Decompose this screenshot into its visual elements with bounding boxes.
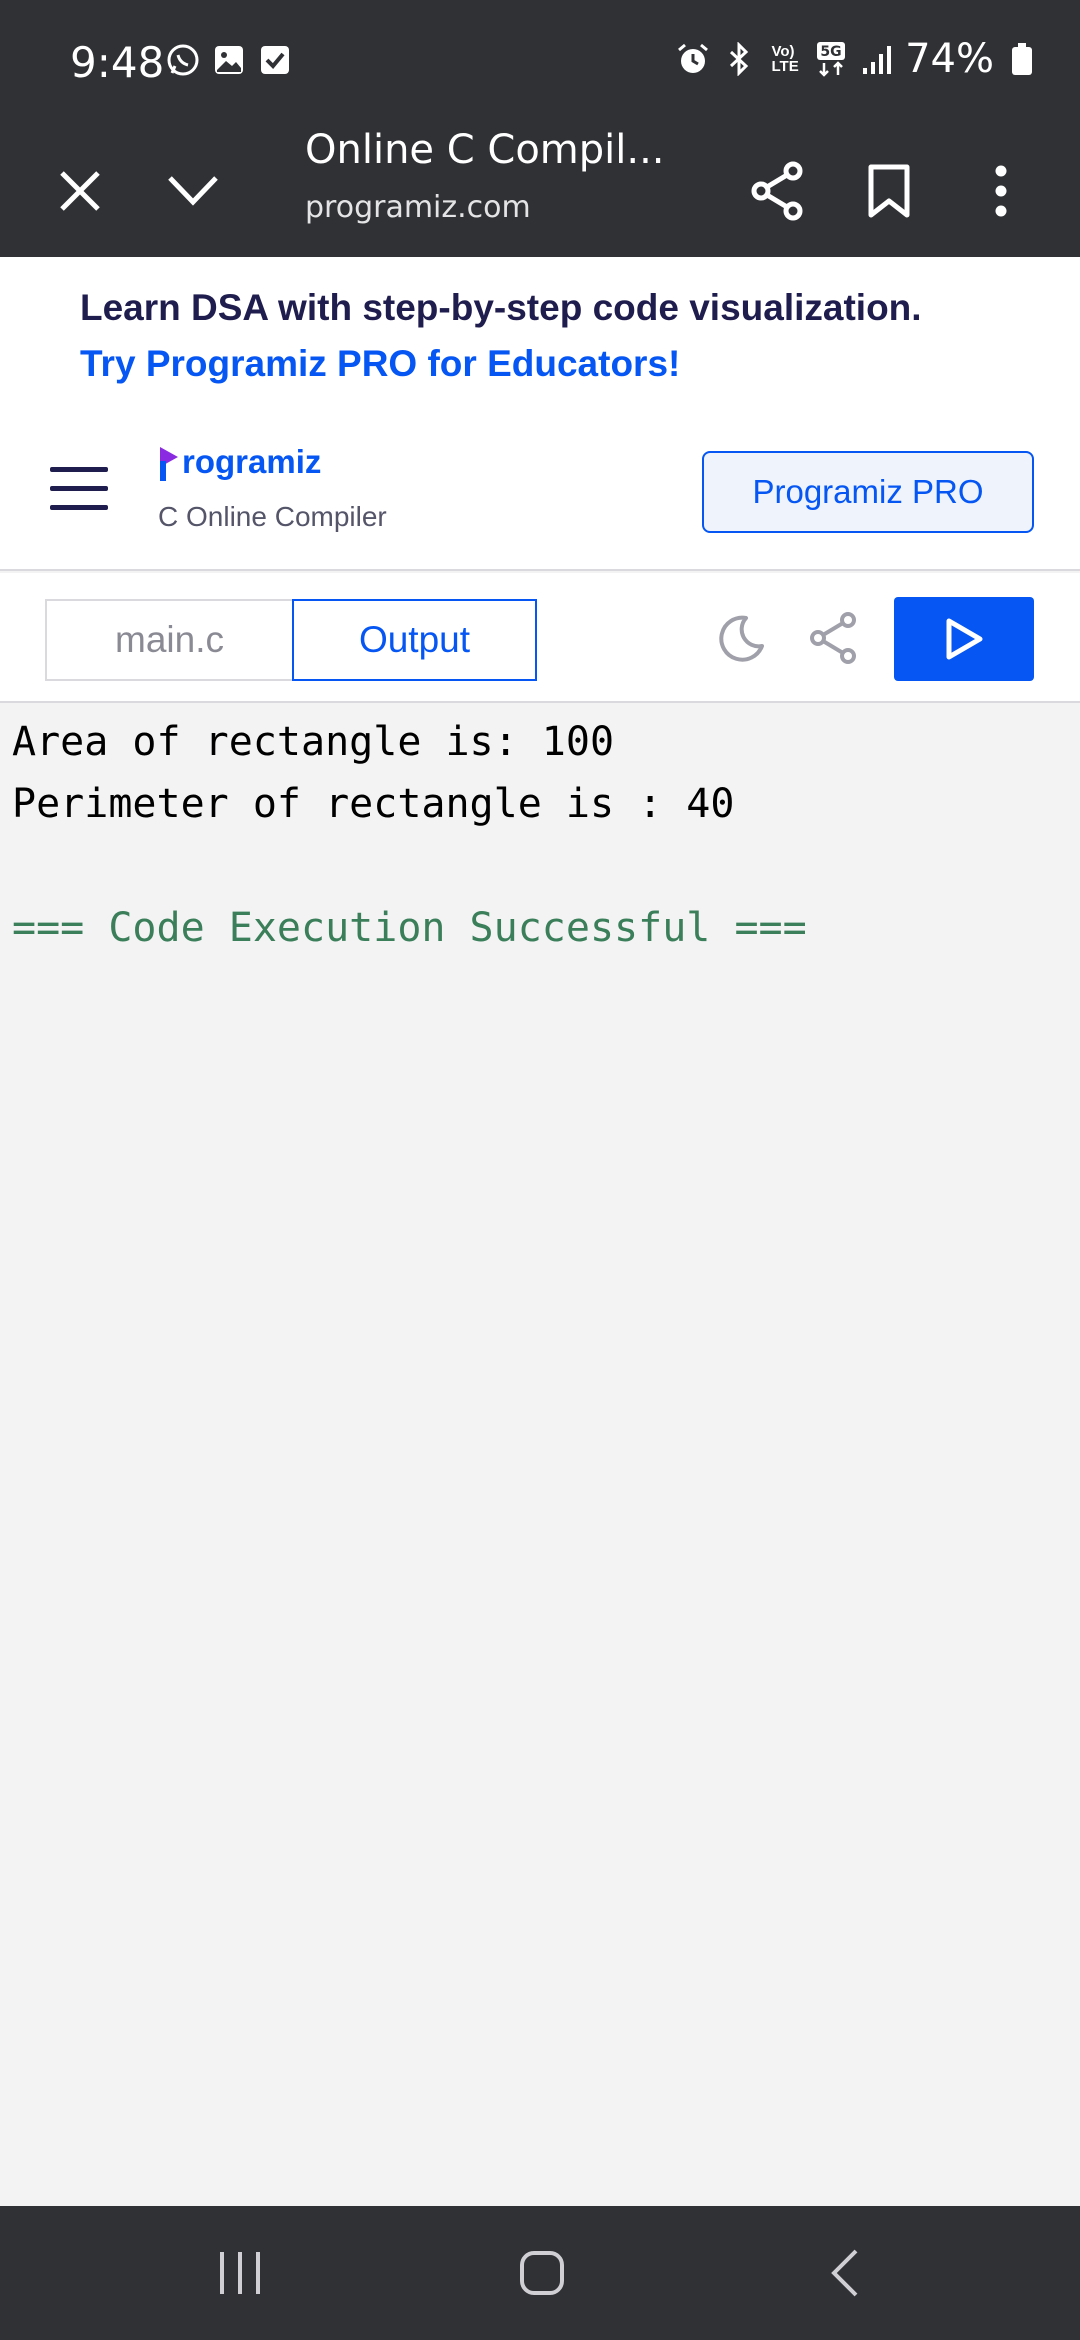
- minimize-button[interactable]: [148, 124, 238, 257]
- recents-button[interactable]: [180, 2206, 300, 2340]
- chevron-down-icon: [168, 175, 218, 206]
- status-left-icons: [165, 42, 293, 78]
- whatsapp-icon: [165, 42, 201, 78]
- close-tab-button[interactable]: [35, 124, 125, 257]
- status-time: 9:48: [70, 38, 165, 87]
- run-button[interactable]: [894, 597, 1034, 681]
- battery-percent: 74%: [905, 36, 994, 82]
- status-right: Vo)LTE 5G 74%: [675, 36, 1040, 82]
- banner-link[interactable]: Try Programiz PRO for Educators!: [80, 343, 681, 384]
- share-button[interactable]: [732, 124, 822, 257]
- recents-icon: [220, 2252, 260, 2294]
- menu-icon[interactable]: [50, 467, 108, 511]
- signal-icon: [859, 41, 895, 77]
- more-vert-icon: [995, 165, 1007, 216]
- battery-icon: [1004, 41, 1040, 77]
- svg-text:5G: 5G: [820, 44, 841, 60]
- share-icon: [810, 612, 856, 664]
- play-icon: [946, 618, 983, 660]
- share-code-button[interactable]: [798, 603, 868, 673]
- promo-banner[interactable]: Learn DSA with step-by-step code visuali…: [0, 257, 1080, 407]
- checkbox-icon: [257, 42, 293, 78]
- 5g-icon: 5G: [813, 41, 849, 77]
- browser-toolbar: Online C Compil... programiz.com: [0, 124, 1080, 257]
- dark-mode-button[interactable]: [707, 603, 777, 673]
- site-header: rogramiz C Online Compiler Programiz PRO: [0, 407, 1080, 571]
- output-line: Perimeter of rectangle is : 40: [12, 781, 735, 827]
- execution-status: === Code Execution Successful ===: [12, 905, 807, 951]
- system-nav-bar: [0, 2206, 1080, 2340]
- moon-icon: [719, 615, 764, 662]
- more-options-button[interactable]: [956, 124, 1046, 257]
- volte-icon: Vo)LTE: [771, 43, 799, 75]
- page-url[interactable]: programiz.com: [305, 190, 531, 225]
- editor-tabs-bar: main.c Output: [0, 573, 1080, 703]
- page-title[interactable]: Online C Compil...: [305, 127, 665, 173]
- output-panel: Area of rectangle is: 100 Perimeter of r…: [0, 703, 1080, 959]
- logo-subtitle: C Online Compiler: [158, 501, 387, 532]
- bookmark-button[interactable]: [844, 124, 934, 257]
- bluetooth-icon: [721, 41, 757, 77]
- tab-main-c[interactable]: main.c: [45, 599, 292, 681]
- programiz-logo[interactable]: rogramiz: [158, 443, 321, 481]
- banner-headline: Learn DSA with step-by-step code visuali…: [80, 287, 922, 328]
- output-line: Area of rectangle is: 100: [12, 719, 615, 765]
- logo-mark-icon: [158, 445, 180, 481]
- programiz-pro-button[interactable]: Programiz PRO: [702, 451, 1034, 533]
- bookmark-icon: [868, 164, 910, 217]
- alarm-icon: [675, 41, 711, 77]
- tab-output[interactable]: Output: [292, 599, 537, 681]
- back-button[interactable]: [785, 2206, 905, 2340]
- home-icon: [520, 2251, 564, 2295]
- output-line: [12, 835, 1080, 897]
- web-page: Learn DSA with step-by-step code visuali…: [0, 257, 1080, 2340]
- share-icon: [751, 161, 803, 220]
- home-button[interactable]: [482, 2206, 602, 2340]
- gallery-icon: [211, 42, 247, 78]
- status-bar: 9:48 Vo)LTE 5G 74%: [0, 0, 1080, 124]
- close-icon: [60, 170, 100, 211]
- logo-text: rogramiz: [182, 443, 322, 480]
- back-icon: [831, 2249, 858, 2297]
